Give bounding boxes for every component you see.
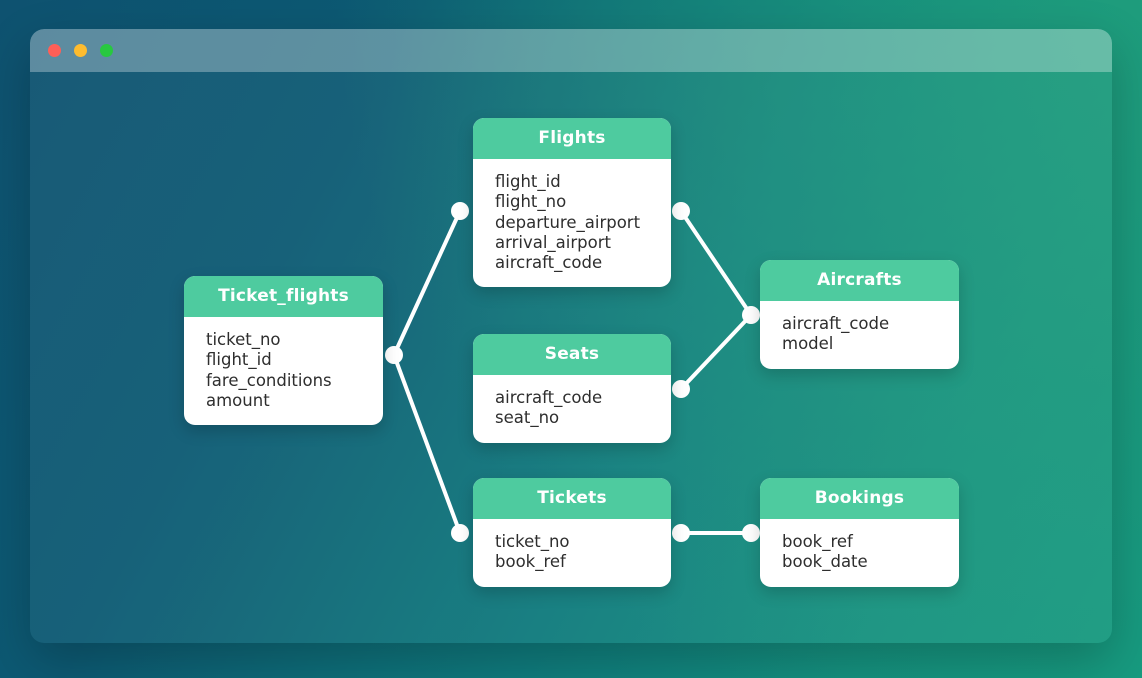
- close-button[interactable]: [48, 44, 61, 57]
- field-tickets-book_ref[interactable]: book_ref: [495, 552, 566, 572]
- field-ticket_flights-flight_id[interactable]: flight_id: [206, 350, 272, 370]
- field-aircrafts-aircraft_code[interactable]: aircraft_code: [782, 314, 890, 333]
- table-title-ticket_flights: Ticket_flights: [184, 276, 383, 317]
- field-bookings-book_ref[interactable]: book_ref: [782, 532, 853, 551]
- field-seats-seat_no[interactable]: seat_no: [495, 408, 560, 428]
- field-tickets-ticket_no[interactable]: ticket_no: [495, 532, 570, 551]
- field-flights-departure_airport[interactable]: departure_airport: [495, 212, 641, 232]
- field-flights-flight_no[interactable]: flight_no: [495, 192, 567, 212]
- table-title-tickets: Tickets: [473, 478, 671, 519]
- field-seats-aircraft_code[interactable]: aircraft_code: [495, 388, 603, 407]
- table-title-bookings: Bookings: [760, 478, 959, 519]
- field-ticket_flights-ticket_no[interactable]: ticket_no: [206, 330, 281, 349]
- field-flights-flight_id[interactable]: flight_id: [495, 172, 561, 191]
- table-title-seats: Seats: [473, 334, 671, 375]
- field-ticket_flights-fare_conditions[interactable]: fare_conditions: [206, 370, 332, 390]
- minimize-button[interactable]: [74, 44, 87, 57]
- field-ticket_flights-amount[interactable]: amount: [206, 390, 270, 410]
- field-aircrafts-model[interactable]: model: [782, 334, 834, 354]
- field-bookings-book_date[interactable]: book_date: [782, 552, 868, 572]
- maximize-button[interactable]: [100, 44, 113, 57]
- table-title-aircrafts: Aircrafts: [760, 260, 959, 301]
- window-titlebar[interactable]: [30, 29, 1112, 72]
- field-flights-arrival_airport[interactable]: arrival_airport: [495, 232, 611, 252]
- field-flights-aircraft_code[interactable]: aircraft_code: [495, 253, 603, 273]
- table-title-flights: Flights: [473, 118, 671, 159]
